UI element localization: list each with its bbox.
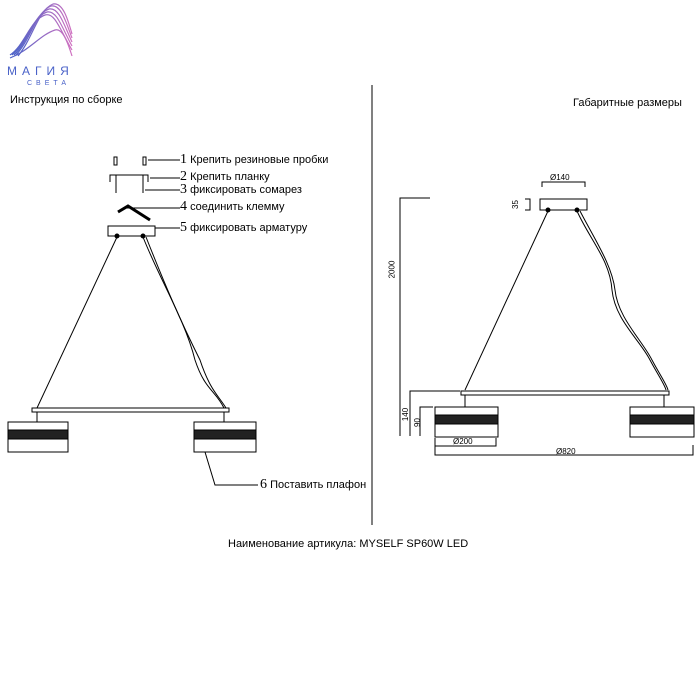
dim-total-height: 2000 xyxy=(387,260,397,279)
step-6-text: Поставить плафон xyxy=(270,479,367,491)
step-1-text: Крепить резиновые пробки xyxy=(190,154,329,166)
step-2-number: 2 xyxy=(180,169,187,184)
logo-text: МАГИЯ xyxy=(7,64,74,78)
dim-total-diameter: Ø820 xyxy=(556,447,576,456)
dim-shade-height: 90 xyxy=(412,418,422,427)
footer-article: Наименование артикула: MYSELF SP60W LED xyxy=(228,538,469,550)
step-3-text: фиксировать сомарез xyxy=(190,184,302,196)
logo-subtext: СВЕТА xyxy=(27,80,71,87)
dim-shade-total: 140 xyxy=(401,407,411,422)
right-lamp-dimensions xyxy=(399,181,695,456)
step-4-text: соединить клемму xyxy=(190,201,285,213)
right-title: Габаритные размеры xyxy=(573,97,682,109)
step-2-text: Крепить планку xyxy=(190,171,270,183)
step-parts xyxy=(107,156,180,239)
dim-canopy-height: 35 xyxy=(510,200,520,209)
step-3-number: 3 xyxy=(180,182,187,197)
logo-waves-icon xyxy=(9,3,73,59)
step-4-number: 4 xyxy=(180,199,187,214)
step-5-text: фиксировать арматуру xyxy=(190,222,308,234)
dim-canopy-diameter: Ø140 xyxy=(550,173,570,182)
step-6-number: 6 xyxy=(260,477,267,492)
step-5-number: 5 xyxy=(180,220,187,235)
left-title: Инструкция по сборке xyxy=(10,94,123,106)
step-1-number: 1 xyxy=(180,152,187,167)
left-lamp xyxy=(7,236,258,486)
dim-shade-diameter: Ø200 xyxy=(453,437,473,446)
